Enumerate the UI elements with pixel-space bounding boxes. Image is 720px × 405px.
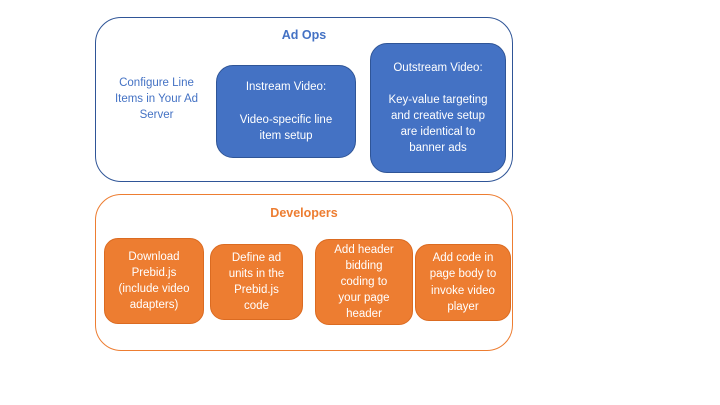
outstream-video-box: Outstream Video: Key-value targeting and…: [370, 43, 506, 173]
developers-group: Developers Download Prebid.js (include v…: [95, 194, 513, 351]
define-ad-units-box: Define ad units in the Prebid.js code: [210, 244, 303, 320]
ad-ops-title: Ad Ops: [281, 28, 327, 42]
download-prebid-box: Download Prebid.js (include video adapte…: [104, 238, 204, 324]
add-header-bidding-box: Add header bidding coding to your page h…: [315, 239, 413, 325]
developers-title: Developers: [270, 206, 338, 220]
ad-ops-group: Ad Ops Configure Line Items in Your Ad S…: [95, 17, 513, 182]
add-page-body-code-box: Add code in page body to invoke video pl…: [415, 244, 511, 321]
instream-video-box: Instream Video: Video-specific line item…: [216, 65, 356, 158]
configure-line-items-note: Configure Line Items in Your Ad Server: [114, 77, 199, 122]
